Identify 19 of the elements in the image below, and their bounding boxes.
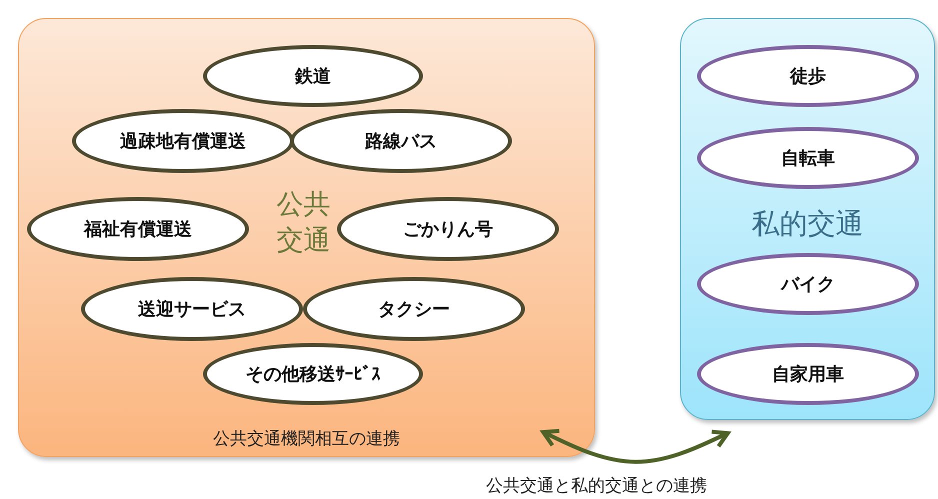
mode-label: 徒歩 bbox=[790, 65, 826, 88]
mode-label: 鉄道 bbox=[295, 65, 331, 88]
mode-label: 過疎地有償運送 bbox=[120, 130, 246, 153]
mode-label: 自転車 bbox=[781, 147, 835, 170]
mode-label: 路線バス bbox=[365, 130, 437, 153]
mode-label: タクシー bbox=[378, 298, 450, 321]
mode-label: バイク bbox=[781, 273, 835, 296]
group-footer: 公共交通機関相互の連携 bbox=[19, 427, 594, 450]
group-panel bbox=[680, 18, 935, 420]
mode-label: 自家用車 bbox=[772, 363, 844, 386]
mode-label: その他移送ｻｰﾋﾞｽ bbox=[246, 363, 380, 386]
group-title: 私的交通 bbox=[750, 206, 864, 242]
mode-label: ごかりん号 bbox=[403, 218, 493, 241]
group-title: 公共交通 bbox=[276, 188, 332, 258]
mode-label: 福祉有償運送 bbox=[84, 218, 192, 241]
edge-label: 公共交通と私的交通との連携 bbox=[484, 474, 709, 497]
curved-arrow bbox=[541, 428, 730, 464]
group-panel bbox=[18, 18, 595, 457]
mode-label: 送迎サービス bbox=[138, 298, 246, 321]
